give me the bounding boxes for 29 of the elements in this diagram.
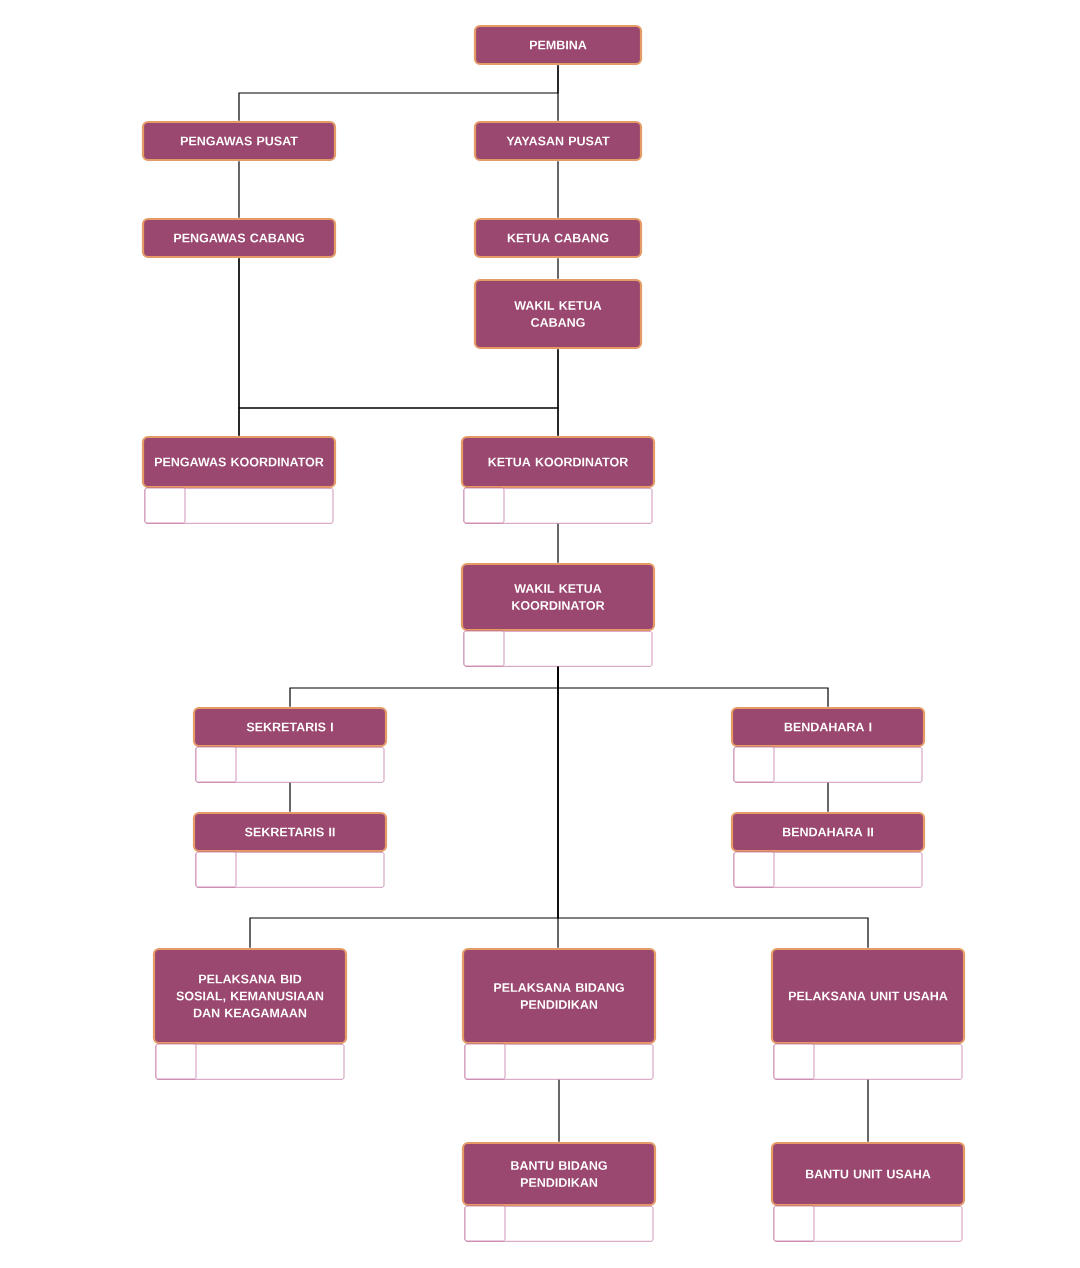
org-box: PELAKSANA UNIT USAHA <box>770 947 966 1080</box>
connector-line <box>558 1079 560 1143</box>
connector-line <box>289 782 291 813</box>
connector-line <box>238 160 240 219</box>
org-box: SEKRETARIS I <box>192 706 388 783</box>
connector-line <box>557 666 869 949</box>
connector-line <box>557 257 559 280</box>
connector-line <box>827 782 829 813</box>
org-box: KETUA KOORDINATOR <box>460 435 656 524</box>
connector-line <box>557 160 559 219</box>
org-box: PEMBINA <box>473 24 643 66</box>
connector-line <box>557 523 559 564</box>
org-box: PELAKSANA BIDANG PENDIDIKAN <box>461 947 657 1080</box>
connector-line <box>557 348 559 437</box>
org-box: BENDAHARA I <box>730 706 926 783</box>
org-box: PENGAWAS KOORDINATOR <box>141 435 337 524</box>
org-box: KETUA CABANG <box>473 217 643 259</box>
org-box: SEKRETARIS II <box>192 811 388 888</box>
org-box: PELAKSANA BID SOSIAL, KEMANUSIAAN DAN KEAGAMAAN <box>152 947 348 1080</box>
org-box: WAKIL KETUA CABANG <box>473 278 643 350</box>
org-box: YAYASAN PUSAT <box>473 120 643 162</box>
org-box: PENGAWAS CABANG <box>141 217 337 259</box>
connector-line <box>867 1079 869 1143</box>
org-box: WAKIL KETUA KOORDINATOR <box>460 562 656 667</box>
org-box: BANTU UNIT USAHA <box>770 1141 966 1242</box>
connector-line <box>557 64 559 122</box>
org-box: BENDAHARA II <box>730 811 926 888</box>
org-box: PENGAWAS PUSAT <box>141 120 337 162</box>
org-box: BANTU BIDANG PENDIDIKAN <box>461 1141 657 1242</box>
